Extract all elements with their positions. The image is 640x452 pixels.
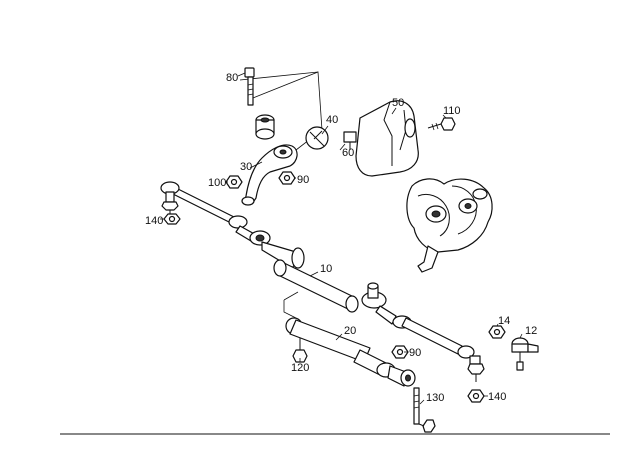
center-ball-joint [361,282,397,325]
tie-rod-20-bracket-lines [283,291,299,319]
rubber-bushing [255,114,275,140]
callout-90-upper: 90 [297,174,309,186]
bolt-120 [292,338,308,363]
callout-30: 30 [240,161,252,173]
callout-20: 20 [344,325,356,337]
bolt-130 [413,387,436,433]
tie-rod-left [160,181,237,225]
bracket-40 [305,126,329,150]
callout-140-lower: 140 [488,391,506,403]
tie-rod-right [392,315,485,382]
center-drag-link-10 [261,241,359,313]
ball-joint-12 [511,337,539,371]
nut-14 [488,325,506,339]
callout-10: 10 [320,263,332,275]
tie-rod-20 [285,317,416,387]
callout-110: 110 [443,105,461,117]
tie-rod-adjuster-left [228,215,271,246]
callout-50: 50 [392,97,404,109]
cover-50 [355,100,419,177]
callout-130: 130 [426,392,444,404]
leader-lines [225,107,523,405]
callout-100: 100 [208,177,226,189]
nut-140-lower [467,389,485,403]
callout-140-upper: 140 [145,215,163,227]
bolt-80 [244,67,255,106]
nut-100 [225,175,243,189]
nut-90-lower [391,345,409,359]
callout-12: 12 [525,325,537,337]
idler-arm-30 [241,144,298,206]
callout-14: 14 [498,315,510,327]
screw-110 [427,117,456,131]
steering-gear-housing [406,178,493,273]
clip-60 [343,131,357,150]
callout-90-lower: 90 [409,347,421,359]
nut-90-upper [278,171,296,185]
callout-80: 80 [226,72,238,84]
nut-140-upper [163,213,181,225]
callout-40: 40 [326,114,338,126]
callout-120: 120 [291,362,309,374]
callout-60: 60 [342,147,354,159]
